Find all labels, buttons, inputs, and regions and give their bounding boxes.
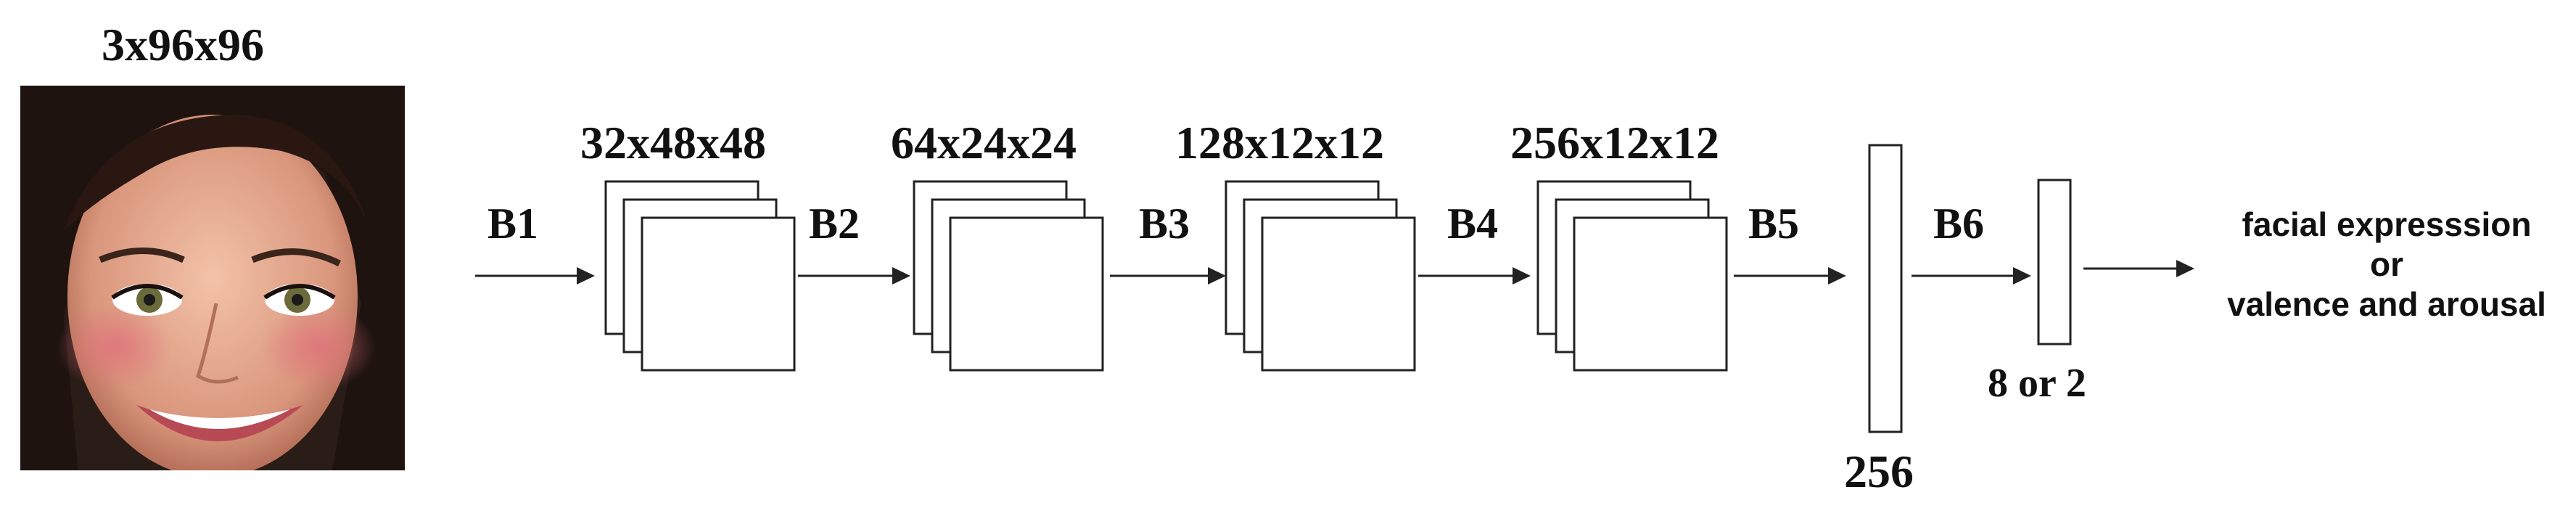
feature-map-stack-1 bbox=[606, 181, 794, 370]
block-label-b2: B2 bbox=[809, 202, 860, 245]
block-label-b6: B6 bbox=[1933, 202, 1984, 245]
block-label-b4: B4 bbox=[1447, 202, 1498, 245]
fc-layer-output bbox=[2038, 180, 2070, 344]
feature-map-label-2: 64x24x24 bbox=[891, 120, 1077, 166]
block-label-b1: B1 bbox=[487, 202, 538, 245]
feature-map-stack-2 bbox=[914, 181, 1103, 370]
block-label-b3: B3 bbox=[1139, 202, 1190, 245]
feature-map-label-4: 256x12x12 bbox=[1510, 120, 1719, 166]
fc-label-output: 8 or 2 bbox=[1988, 363, 2086, 404]
feature-map-label-3: 128x12x12 bbox=[1175, 120, 1384, 166]
output-line-3: valence and arousal bbox=[2205, 285, 2568, 324]
feature-map-stack-4 bbox=[1538, 181, 1727, 370]
feature-map-stack-3 bbox=[1226, 181, 1415, 370]
feature-map-label-1: 32x48x48 bbox=[580, 120, 766, 166]
fc-layer-256 bbox=[1869, 145, 1901, 432]
output-label: facial expresssion or valence and arousa… bbox=[2205, 205, 2568, 325]
block-label-b5: B5 bbox=[1748, 202, 1799, 245]
fc-label-256: 256 bbox=[1844, 449, 1914, 495]
output-line-1: facial expresssion bbox=[2205, 205, 2568, 245]
output-line-2: or bbox=[2205, 245, 2568, 285]
